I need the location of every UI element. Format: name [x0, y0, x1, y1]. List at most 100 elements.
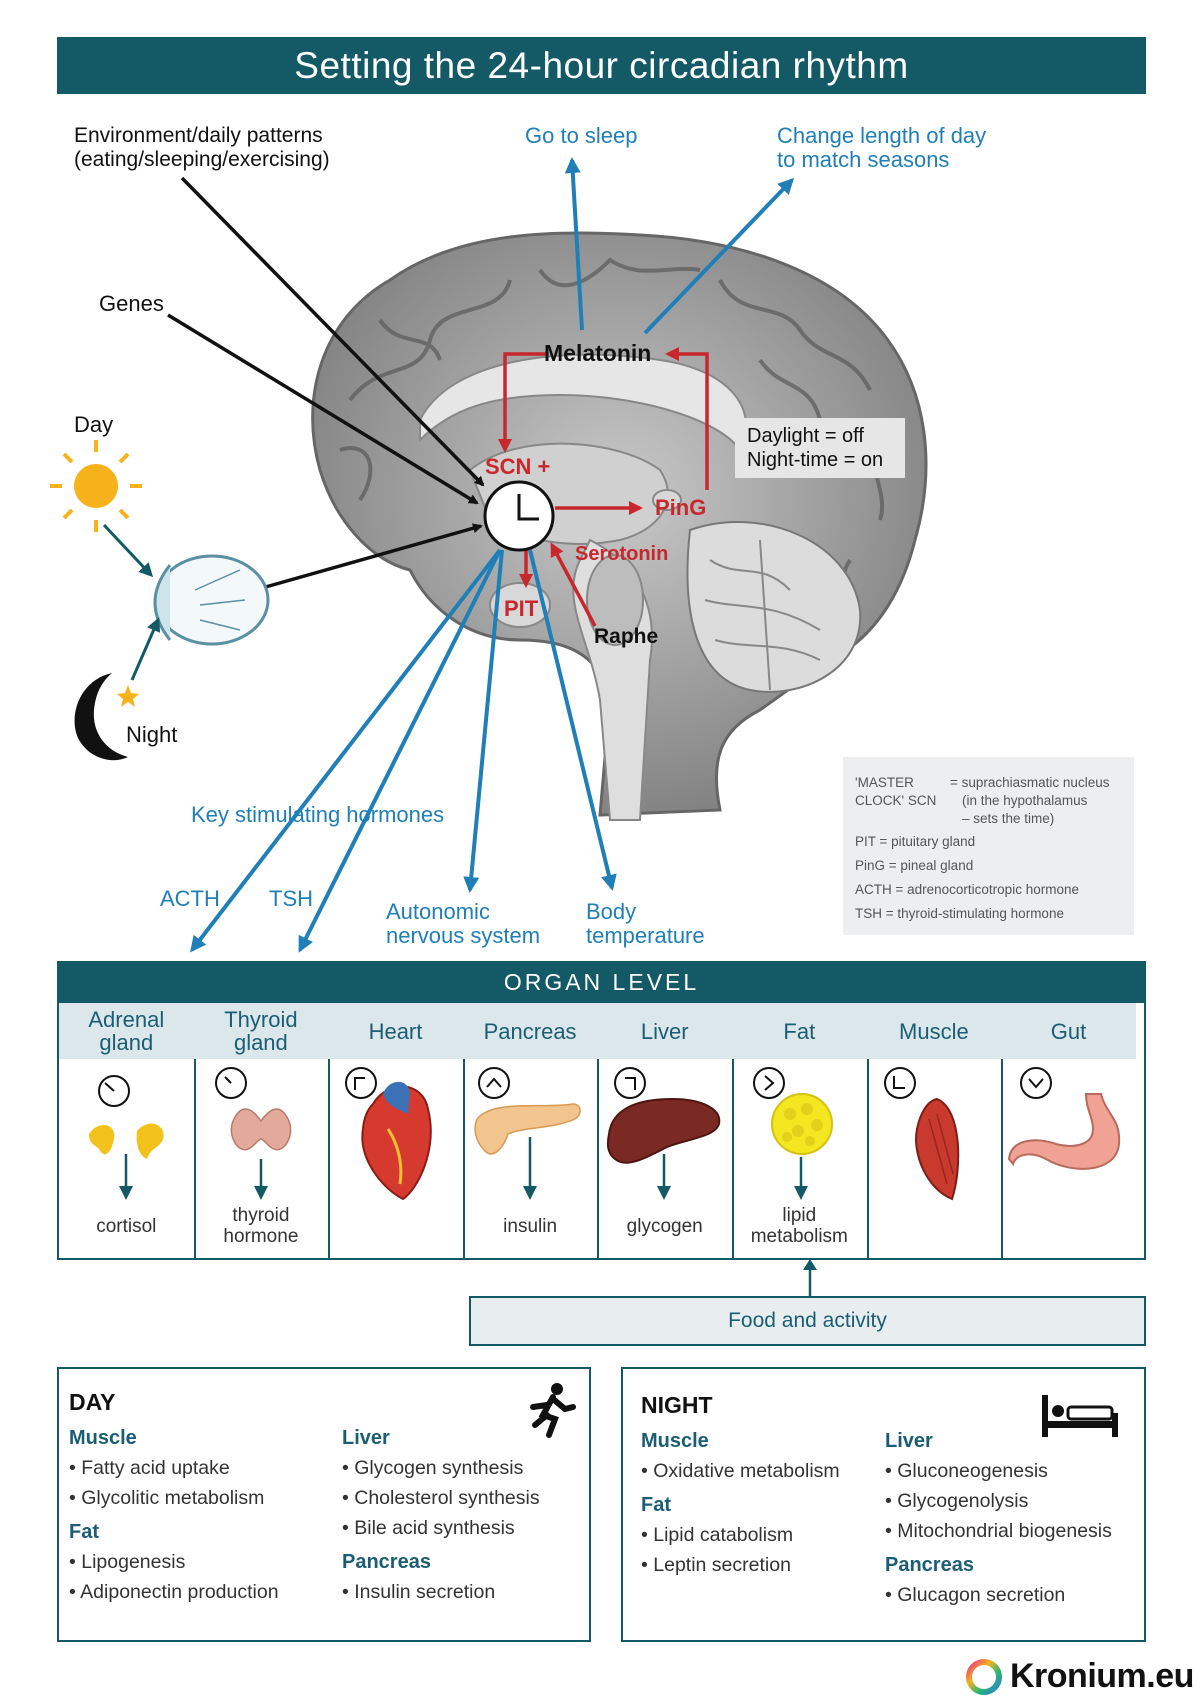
night-to-eye-arrow — [130, 617, 161, 681]
legend-master-def3: – sets the time) — [962, 811, 1055, 826]
night-fat-item: Leptin secretion — [653, 1554, 791, 1576]
food-activity-arrow — [803, 1259, 817, 1296]
food-and-activity-box: Food and activity — [469, 1296, 1146, 1346]
stomach-icon — [1008, 1067, 1121, 1170]
day-pancreas-heading: Pancreas — [342, 1551, 431, 1573]
day-panel: DAY Muscle • Fatty acid uptake • Glycoli… — [57, 1367, 591, 1642]
night-panel-title: NIGHT — [641, 1392, 713, 1418]
day-liver-item: Glycogen synthesis — [354, 1457, 524, 1479]
nighttime-label: Night-time = on — [747, 449, 884, 471]
raphe-to-scn-arrow — [550, 542, 597, 627]
kronium-logo-icon — [966, 1659, 1002, 1695]
day-fat-item: Lipogenesis — [81, 1551, 186, 1573]
pit-label: PIT — [504, 596, 539, 621]
legend-item: PIT = pituitary gland — [855, 834, 976, 849]
day-label: Day — [74, 412, 114, 437]
clock-icon — [483, 480, 555, 552]
organ-column-gut: Gut — [1001, 1003, 1136, 1258]
legend-master: 'MASTER — [855, 775, 914, 790]
autonomic-arrow — [463, 549, 504, 893]
heart-icon — [345, 1067, 432, 1201]
acth-arrow — [190, 548, 502, 953]
sun-icon — [50, 440, 142, 532]
body-temp-label: Body — [586, 899, 637, 924]
fat-tissue-icon — [753, 1067, 833, 1200]
night-liver-item: Glycogenolysis — [897, 1490, 1029, 1512]
night-fat-heading: Fat — [641, 1494, 671, 1516]
tsh-label: TSH — [269, 886, 313, 911]
legend-item: ACTH = adrenocorticotropic hormone — [855, 882, 1079, 897]
night-pancreas-heading: Pancreas — [885, 1554, 974, 1576]
serotonin-label: Serotonin — [575, 543, 669, 565]
night-panel: NIGHT Muscle • Oxidative metabolism Fat … — [621, 1367, 1146, 1642]
legend-item: PinG = pineal gland — [855, 858, 974, 873]
organ-output: insulin — [503, 1216, 558, 1237]
body-temp-sublabel: temperature — [586, 923, 705, 948]
organ-column-liver: Liver glycogen — [597, 1003, 734, 1258]
night-liver-item: Gluconeogenesis — [897, 1460, 1048, 1482]
brain-diagram — [50, 157, 928, 953]
brand-name: Kronium.eu — [1010, 1657, 1194, 1695]
organ-column-pancreas: Pancreas insulin — [462, 1003, 600, 1258]
organ-column-fat: Fat lipid metabolism — [732, 1003, 869, 1258]
change-length-label: Change length of day — [777, 123, 987, 148]
environment-arrow — [180, 176, 485, 487]
organ-name-line: Fat — [783, 1018, 816, 1044]
legend-item: TSH = thyroid-stimulating hormone — [855, 906, 1064, 921]
organ-name-line: Liver — [640, 1018, 689, 1044]
acth-label: ACTH — [160, 886, 220, 911]
ping-to-melatonin-arrow — [665, 347, 709, 490]
organ-name-line: Muscle — [899, 1018, 969, 1044]
day-muscle-item: Fatty acid uptake — [81, 1457, 230, 1479]
organ-name-line: Thyroid — [224, 1007, 298, 1032]
adrenal-gland-icon — [89, 1075, 164, 1200]
bed-icon — [1042, 1395, 1118, 1437]
day-muscle-item: Glycolitic metabolism — [81, 1487, 265, 1509]
organ-name-line: Adrenal — [88, 1007, 165, 1032]
running-person-icon — [530, 1383, 576, 1438]
day-pancreas-item: Insulin secretion — [354, 1581, 496, 1603]
organ-column-muscle: Muscle — [866, 1003, 1004, 1258]
eye-icon — [153, 554, 270, 646]
key-hormones-label: Key stimulating hormones — [191, 802, 445, 827]
organ-name-line: Gut — [1050, 1018, 1087, 1044]
legend-box: 'MASTER CLOCK' SCN = suprachiasmatic nuc… — [843, 757, 1134, 935]
tsh-arrow — [298, 549, 502, 953]
melatonin-to-scn-arrow — [498, 352, 548, 453]
organ-name-line: gland — [233, 1030, 288, 1055]
day-liver-item: Bile acid synthesis — [354, 1517, 515, 1539]
legend-master-sub: CLOCK' SCN — [855, 793, 937, 808]
organ-column-heart: Heart — [328, 1003, 465, 1258]
autonomic-label: Autonomic — [386, 899, 490, 924]
moon-icon — [74, 673, 139, 761]
eye-arrow — [261, 523, 483, 590]
body-temp-arrow — [528, 549, 617, 891]
go-to-sleep-label: Go to sleep — [525, 123, 638, 148]
day-muscle-heading: Muscle — [69, 1427, 137, 1449]
organ-output: cortisol — [96, 1216, 157, 1237]
muscle-icon — [883, 1067, 959, 1201]
night-fat-item: Lipid catabolism — [653, 1524, 794, 1546]
organ-output: hormone — [223, 1226, 299, 1247]
pancreas-icon — [474, 1067, 581, 1200]
night-muscle-heading: Muscle — [641, 1430, 709, 1452]
scn-label: SCN + — [485, 454, 551, 479]
day-to-eye-arrow — [102, 523, 154, 578]
legend-master-def: = suprachiasmatic nucleus — [950, 775, 1110, 790]
day-liver-heading: Liver — [342, 1427, 390, 1449]
organ-level-header: ORGAN LEVEL — [57, 961, 1146, 1003]
autonomic-sublabel: nervous system — [386, 923, 541, 948]
daylight-box — [735, 418, 905, 478]
change-length-sublabel: to match seasons — [777, 147, 950, 172]
night-label: Night — [126, 722, 178, 747]
daylight-label: Daylight = off — [747, 425, 864, 447]
organ-name-line: gland — [99, 1030, 154, 1055]
organ-name-line: Pancreas — [483, 1018, 577, 1044]
night-pancreas-item: Glucagon secretion — [897, 1584, 1066, 1606]
melatonin-label: Melatonin — [544, 340, 652, 366]
night-muscle-item: Oxidative metabolism — [653, 1460, 840, 1482]
genes-arrow — [167, 313, 479, 505]
brain-shape — [311, 231, 928, 821]
